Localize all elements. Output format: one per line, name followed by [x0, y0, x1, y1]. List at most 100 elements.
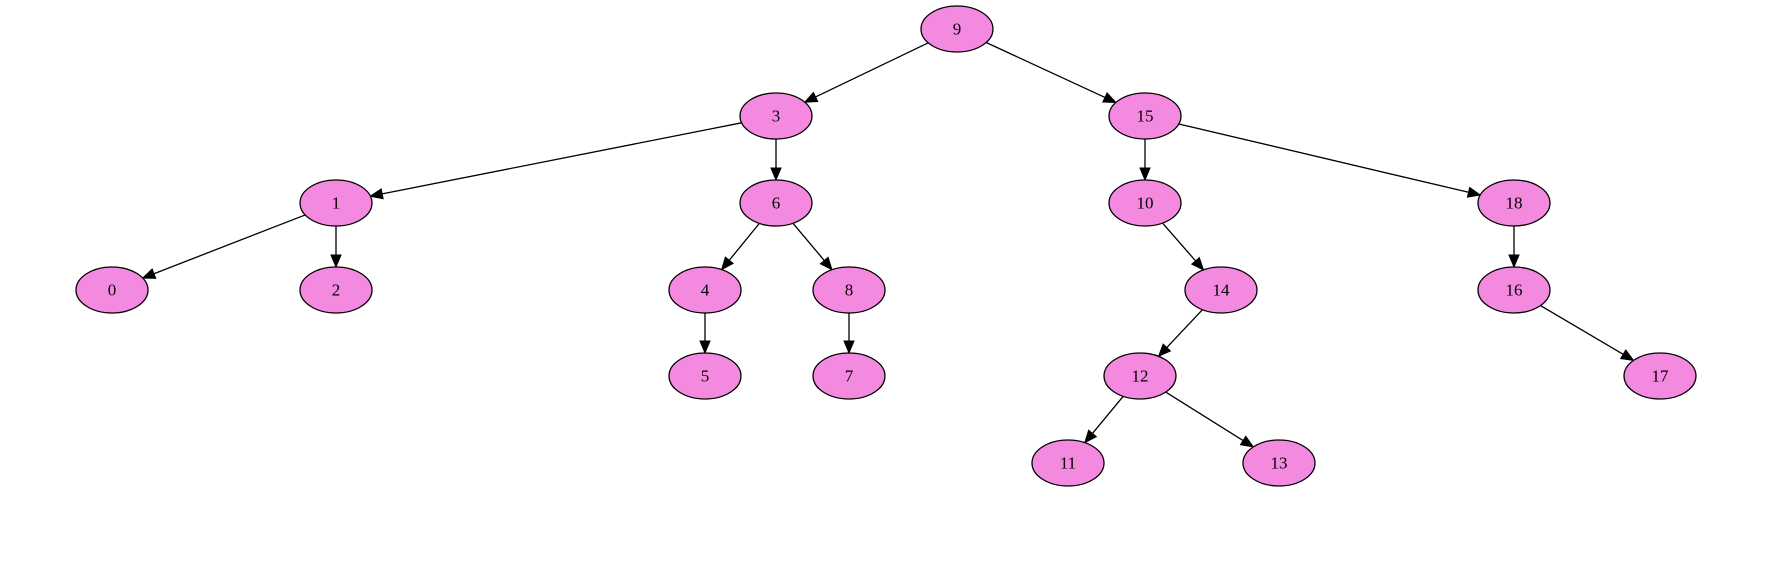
node-label: 11 [1060, 454, 1076, 473]
tree-node-6: 6 [739, 179, 813, 227]
edge-9-to-3 [803, 42, 929, 103]
tree-node-18: 18 [1477, 179, 1551, 227]
node-ellipse [668, 352, 742, 400]
arrowhead-icon [699, 340, 711, 355]
node-ellipse [920, 5, 994, 53]
node-label: 8 [845, 281, 854, 300]
edge-12-to-11 [1083, 395, 1124, 444]
tree-node-14: 14 [1184, 266, 1258, 314]
edge-12-to-13 [1165, 391, 1255, 448]
arrowhead-icon [1102, 92, 1118, 104]
edge-14-to-12 [1157, 309, 1203, 358]
edge-line [1165, 391, 1244, 442]
edge-1-to-0 [141, 214, 306, 279]
node-label: 4 [701, 281, 710, 300]
tree-node-9: 9 [920, 5, 994, 53]
arrowhead-icon [330, 254, 342, 269]
edge-3-to-1 [369, 122, 742, 200]
arrowhead-icon [720, 256, 735, 271]
arrowhead-icon [1139, 167, 1151, 182]
edges-layer [141, 41, 1635, 448]
node-label: 0 [108, 281, 117, 300]
node-ellipse [1184, 266, 1258, 314]
node-label: 9 [953, 20, 962, 39]
tree-node-11: 11 [1031, 439, 1105, 487]
node-ellipse [668, 266, 742, 314]
node-ellipse [1031, 439, 1105, 487]
edge-line [1178, 123, 1469, 193]
tree-node-13: 13 [1242, 439, 1316, 487]
node-ellipse [1108, 179, 1182, 227]
edge-line [1166, 309, 1203, 349]
node-label: 1 [332, 194, 341, 213]
tree-node-3: 3 [739, 92, 813, 140]
node-label: 15 [1137, 107, 1154, 126]
tree-node-12: 12 [1103, 352, 1177, 400]
edge-line [792, 222, 825, 261]
node-label: 7 [845, 367, 854, 386]
node-ellipse [1477, 266, 1551, 314]
arrowhead-icon [1157, 343, 1172, 358]
edge-6-to-8 [792, 222, 833, 271]
node-label: 18 [1506, 194, 1523, 213]
tree-node-15: 15 [1108, 92, 1182, 140]
tree-node-2: 2 [299, 266, 373, 314]
tree-node-4: 4 [668, 266, 742, 314]
node-ellipse [1108, 92, 1182, 140]
tree-node-1: 1 [299, 179, 373, 227]
arrowhead-icon [369, 188, 384, 200]
edge-3-to-6 [770, 139, 782, 182]
node-ellipse [299, 179, 373, 227]
node-ellipse [812, 266, 886, 314]
node-label: 5 [701, 367, 710, 386]
node-label: 6 [772, 194, 781, 213]
arrowhead-icon [803, 91, 819, 103]
node-label: 16 [1506, 281, 1523, 300]
edge-4-to-5 [699, 313, 711, 355]
edge-1-to-2 [330, 226, 342, 269]
edge-line [1162, 222, 1197, 262]
node-label: 12 [1132, 367, 1149, 386]
node-ellipse [1477, 179, 1551, 227]
arrowhead-icon [1239, 435, 1255, 448]
arrowhead-icon [770, 167, 782, 182]
arrowhead-icon [1619, 349, 1635, 362]
edge-line [728, 222, 760, 261]
edge-6-to-4 [720, 222, 760, 271]
edge-8-to-7 [843, 313, 855, 355]
node-label: 14 [1213, 281, 1231, 300]
arrowhead-icon [1466, 186, 1482, 198]
node-ellipse [1242, 439, 1316, 487]
node-ellipse [1103, 352, 1177, 400]
node-ellipse [739, 92, 813, 140]
node-ellipse [739, 179, 813, 227]
edge-line [985, 41, 1106, 99]
edge-line [815, 42, 929, 98]
tree-node-8: 8 [812, 266, 886, 314]
arrowhead-icon [1083, 429, 1098, 444]
node-label: 17 [1652, 367, 1670, 386]
arrowhead-icon [1508, 254, 1520, 269]
tree-node-16: 16 [1477, 266, 1551, 314]
edge-line [153, 214, 306, 275]
tree-node-7: 7 [812, 352, 886, 400]
arrowhead-icon [843, 340, 855, 355]
node-label: 13 [1271, 454, 1288, 473]
edge-16-to-17 [1540, 305, 1635, 362]
node-label: 10 [1137, 194, 1154, 213]
edge-line [382, 122, 742, 195]
edge-15-to-18 [1178, 123, 1482, 198]
arrowhead-icon [141, 268, 157, 279]
edge-15-to-10 [1139, 139, 1151, 182]
tree-node-17: 17 [1623, 352, 1697, 400]
arrowhead-icon [819, 256, 833, 271]
arrowhead-icon [1190, 256, 1205, 271]
tree-node-5: 5 [668, 352, 742, 400]
edge-10-to-14 [1162, 222, 1205, 271]
edge-line [1540, 305, 1624, 355]
edge-18-to-16 [1508, 226, 1520, 269]
node-ellipse [812, 352, 886, 400]
node-ellipse [299, 266, 373, 314]
